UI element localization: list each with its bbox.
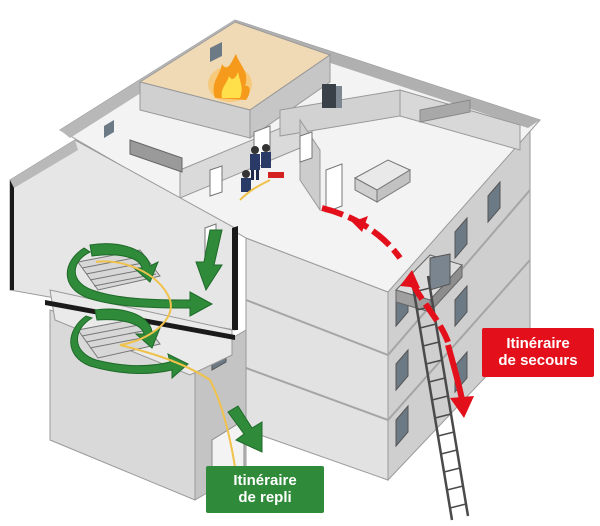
shower-icon	[322, 84, 342, 108]
rescue-route	[321, 205, 474, 418]
sofa-icon	[353, 159, 412, 203]
fallback-label-line1: Itinéraire	[233, 472, 297, 489]
fire-icon	[208, 54, 252, 102]
rescue-label-line2: de secours	[498, 352, 578, 370]
window-icon	[395, 180, 501, 448]
fallback-label-line2: de repli	[238, 489, 292, 507]
rescue-route-label: Itinéraire de secours	[482, 328, 594, 377]
firefighter-icon	[239, 144, 284, 201]
right-tower	[245, 118, 531, 482]
top-floor	[59, 19, 541, 293]
fallback-route-label: Itinéraire de repli	[206, 466, 324, 513]
rescue-label-line1: Itinéraire	[506, 335, 570, 352]
window-icon	[210, 42, 222, 62]
fallback-route	[66, 229, 263, 453]
hose	[95, 260, 238, 501]
